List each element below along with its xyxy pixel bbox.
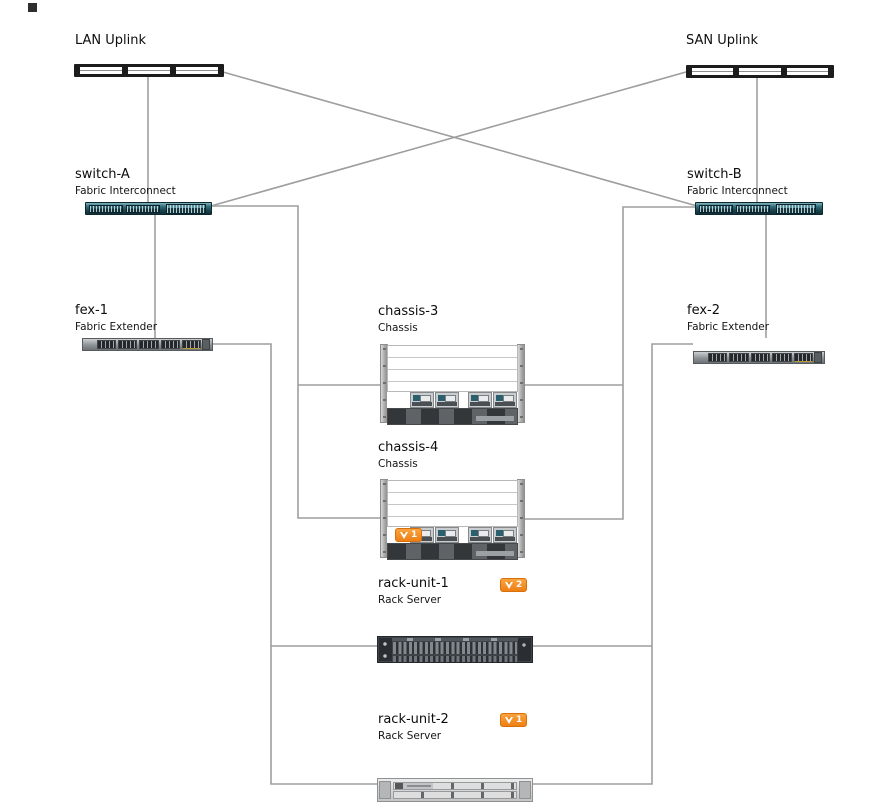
- port-group: [126, 204, 160, 213]
- port-group: [699, 204, 733, 213]
- blade-gap: [460, 392, 468, 408]
- drive-bay-row: [393, 782, 517, 790]
- port-group: [181, 340, 202, 349]
- chassis-4-name: chassis-4: [378, 440, 439, 455]
- fex-end-cap: [696, 353, 706, 362]
- uplink-port-slot: [739, 68, 781, 75]
- edge-lan-switch-b: [222, 71, 698, 207]
- lan-uplink-label: LAN Uplink: [75, 33, 147, 48]
- port-group: [750, 353, 771, 362]
- port-group: [118, 340, 138, 349]
- fex-end-cap: [814, 352, 823, 363]
- chassis-empty-slots: [387, 480, 518, 527]
- blade-server[interactable]: [434, 392, 459, 408]
- blade-gap: [460, 527, 468, 543]
- edge-fex-1-racks: [213, 343, 377, 785]
- chassis-blade-row: [387, 392, 518, 408]
- server-end-cap: [379, 781, 391, 799]
- server-front-panel: [395, 783, 433, 789]
- edge-switch-b-chassis: [525, 206, 695, 520]
- rack-unit-2-device[interactable]: [377, 778, 533, 802]
- fault-triangle-icon: [505, 581, 513, 589]
- server-top-strip: [379, 638, 531, 641]
- switch-a-device[interactable]: [85, 202, 212, 215]
- fault-count: 2: [516, 579, 523, 590]
- san-uplink-device[interactable]: [686, 65, 834, 78]
- port-group: [736, 204, 770, 213]
- fex-end-cap: [85, 340, 95, 349]
- port-group: [772, 353, 792, 362]
- switch-b-type: Fabric Interconnect: [687, 185, 788, 197]
- fex-1-device[interactable]: [82, 338, 213, 351]
- port-group: [793, 353, 814, 362]
- fault-count: 1: [411, 529, 418, 540]
- blade-server[interactable]: [493, 527, 517, 543]
- chassis-3-device[interactable]: [380, 344, 525, 425]
- chassis-rail: [517, 344, 525, 423]
- port-group: [160, 340, 180, 349]
- switch-a-name: switch-A: [75, 167, 130, 182]
- cropped-ui-fragment: [28, 3, 37, 12]
- rack-unit-1-type: Rack Server: [378, 594, 442, 606]
- uplink-port-slot: [80, 67, 122, 74]
- port-group: [166, 203, 206, 214]
- fex-2-type: Fabric Extender: [687, 321, 770, 333]
- port-group: [708, 353, 728, 362]
- uplink-port-slot: [128, 67, 170, 74]
- fex-end-cap: [202, 339, 211, 350]
- port-group: [776, 203, 816, 214]
- chassis-fan-bay: [387, 543, 518, 560]
- lan-uplink-device[interactable]: [74, 64, 224, 77]
- fex-2-name: fex-2: [687, 303, 721, 318]
- fault-count: 1: [516, 714, 523, 725]
- fault-triangle-icon: [505, 716, 513, 724]
- uplink-port-slot: [692, 68, 734, 75]
- rack-unit-1-name: rack-unit-1: [378, 576, 449, 591]
- chassis-fan-bay: [387, 408, 518, 425]
- uplink-port-slot: [176, 67, 218, 74]
- server-end-cap: [518, 638, 531, 661]
- switch-a-type: Fabric Interconnect: [75, 185, 176, 197]
- port-group: [139, 340, 159, 349]
- rack-unit-2-fault-badge[interactable]: 1: [500, 713, 528, 727]
- chassis-4-fault-badge[interactable]: 1: [395, 528, 423, 542]
- fex-2-device[interactable]: [693, 351, 825, 364]
- drive-bay-row: [393, 791, 517, 799]
- edge-switch-a-chassis: [212, 205, 380, 519]
- edge-fex-2-racks: [533, 343, 693, 785]
- blade-server[interactable]: [434, 527, 459, 543]
- edge-san-switch-a: [210, 71, 687, 207]
- chassis-empty-slots: [387, 345, 518, 392]
- blade-server[interactable]: [468, 392, 493, 408]
- rack-unit-1-fault-badge[interactable]: 2: [500, 578, 528, 592]
- rack-unit-2-type: Rack Server: [378, 730, 442, 742]
- blade-server[interactable]: [410, 392, 434, 408]
- blade-server[interactable]: [468, 527, 493, 543]
- rack-unit-1-device[interactable]: [377, 636, 533, 663]
- switch-b-device[interactable]: [695, 202, 823, 215]
- chassis-4-type: Chassis: [378, 458, 418, 470]
- server-end-cap: [519, 781, 531, 799]
- fault-triangle-icon: [400, 531, 408, 539]
- uplink-port-slot: [786, 68, 829, 75]
- switch-b-name: switch-B: [687, 167, 742, 182]
- rack-unit-2-name: rack-unit-2: [378, 712, 449, 727]
- chassis-rail: [517, 479, 525, 558]
- chassis-3-name: chassis-3: [378, 304, 439, 319]
- fex-1-type: Fabric Extender: [75, 321, 158, 333]
- port-group: [97, 340, 117, 349]
- chassis-4-device[interactable]: [380, 479, 525, 560]
- drive-bay-row: [393, 656, 517, 662]
- fex-1-name: fex-1: [75, 303, 109, 318]
- port-group: [729, 353, 749, 362]
- port-group: [89, 204, 123, 213]
- server-end-cap: [379, 638, 392, 661]
- drive-bay-row: [393, 642, 517, 654]
- chassis-3-type: Chassis: [378, 322, 418, 334]
- san-uplink-label: SAN Uplink: [686, 33, 759, 48]
- blade-server[interactable]: [493, 392, 517, 408]
